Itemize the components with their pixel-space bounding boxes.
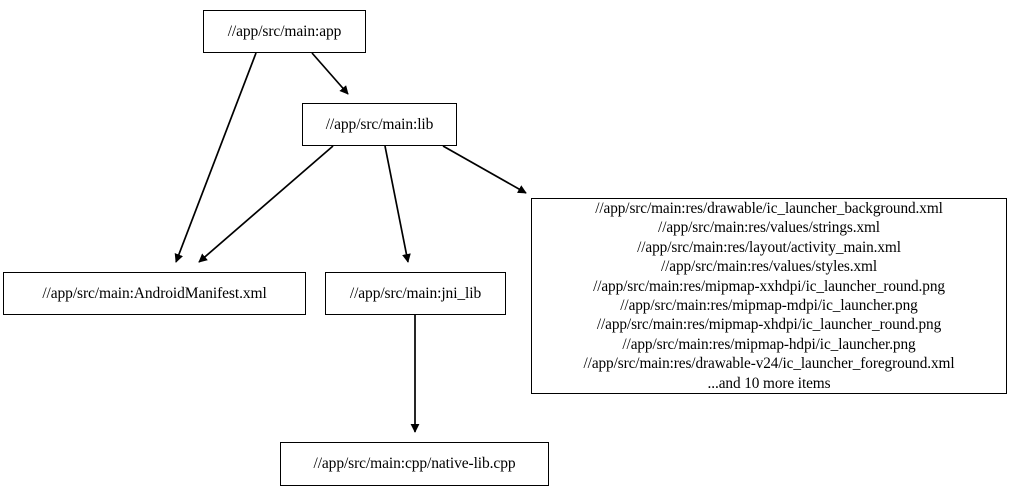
graph-node-lib-label: //app/src/main:lib bbox=[325, 115, 434, 133]
graph-node-res-bundle[interactable]: //app/src/main:res/drawable/ic_launcher_… bbox=[531, 198, 1007, 394]
graph-node-native-lib-cpp-label: //app/src/main:cpp/native-lib.cpp bbox=[313, 455, 516, 473]
edge-app-to-lib bbox=[311, 52, 349, 95]
graph-node-native-lib-cpp[interactable]: //app/src/main:cpp/native-lib.cpp bbox=[280, 442, 549, 486]
graph-node-app-label: //app/src/main:app bbox=[227, 22, 342, 40]
edge-app-to-manifest bbox=[174, 52, 257, 263]
graph-node-app[interactable]: //app/src/main:app bbox=[203, 10, 366, 53]
graph-node-res-bundle-label: //app/src/main:res/drawable/ic_launcher_… bbox=[583, 199, 955, 392]
edge-lib-to-jni-lib bbox=[384, 145, 411, 263]
edge-lib-to-res-bundle bbox=[442, 145, 527, 194]
graph-node-lib[interactable]: //app/src/main:lib bbox=[302, 103, 457, 146]
graph-node-jni-lib[interactable]: //app/src/main:jni_lib bbox=[325, 272, 506, 315]
graph-node-jni-lib-label: //app/src/main:jni_lib bbox=[349, 284, 482, 302]
graph-node-android-manifest[interactable]: //app/src/main:AndroidManifest.xml bbox=[3, 272, 306, 315]
edge-lib-to-manifest bbox=[198, 145, 334, 263]
graph-node-android-manifest-label: //app/src/main:AndroidManifest.xml bbox=[42, 284, 267, 302]
